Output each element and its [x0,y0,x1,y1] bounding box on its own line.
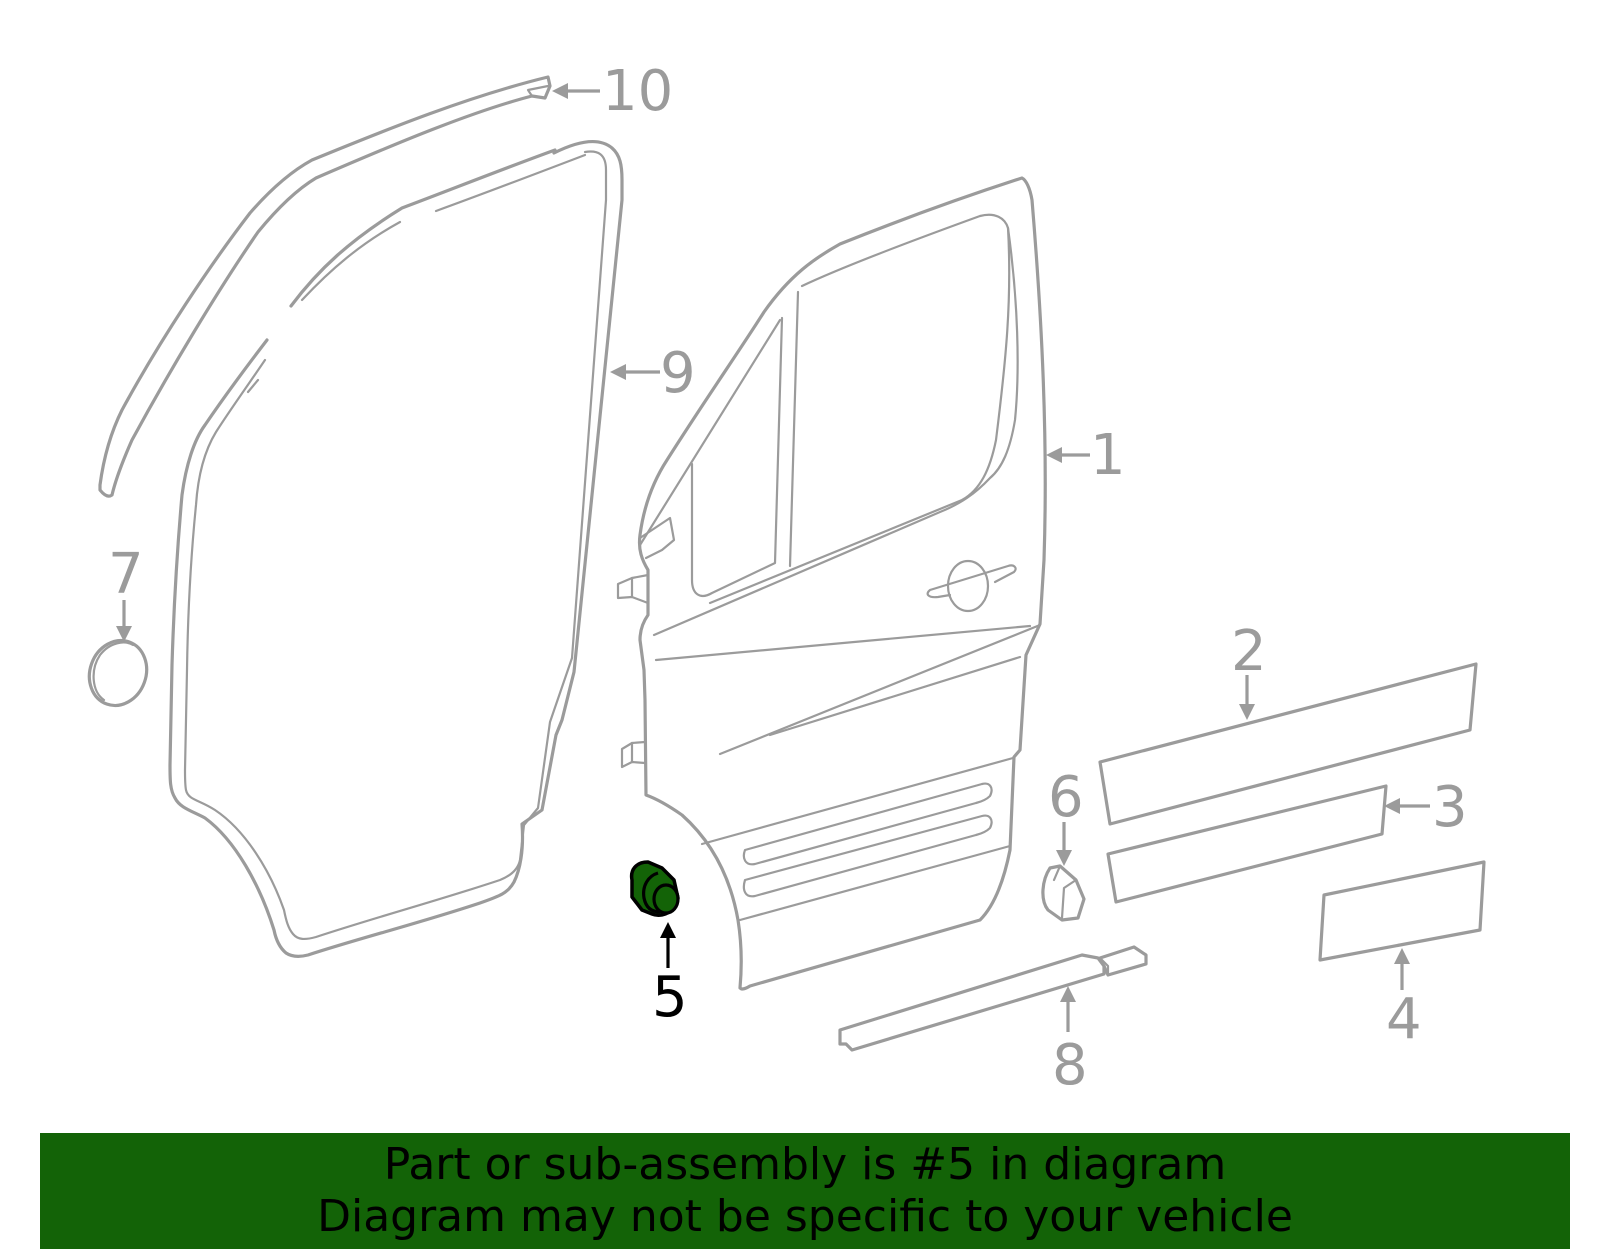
callout-5[interactable]: 5 [652,922,688,1030]
part-3-molding[interactable] [1106,784,1388,904]
callout-label-2: 2 [1231,619,1267,684]
banner-line-1: Part or sub-assembly is #5 in diagram [383,1139,1227,1190]
part-6-clip[interactable] [1041,864,1086,922]
callout-label-5: 5 [652,965,688,1030]
callout-4[interactable]: 4 [1386,948,1422,1052]
info-banner: Part or sub-assembly is #5 in diagram Di… [40,1133,1570,1249]
callout-label-6: 6 [1048,765,1084,830]
part-2-molding[interactable] [1098,662,1478,826]
callout-3[interactable]: 3 [1384,775,1468,840]
callout-1[interactable]: 1 [1046,423,1126,488]
callout-7[interactable]: 7 [108,542,144,642]
callout-label-4: 4 [1386,987,1422,1052]
callout-label-10: 10 [602,59,673,124]
part-1-door-shell[interactable] [616,176,1047,991]
callout-label-7: 7 [108,542,144,607]
banner-line-2: Diagram may not be specific to your vehi… [317,1191,1293,1242]
part-9-weatherstrip[interactable] [168,140,624,958]
callout-10[interactable]: 10 [552,59,673,124]
part-4-molding[interactable] [1318,860,1486,962]
callout-8[interactable]: 8 [1052,986,1088,1098]
callout-9[interactable]: 9 [610,341,696,406]
part-5-plug-highlighted[interactable] [629,860,680,917]
callout-label-1: 1 [1090,423,1126,488]
part-8-sill-molding[interactable] [838,945,1148,1052]
callout-label-9: 9 [660,341,696,406]
part-7-plug[interactable] [80,632,155,713]
part-10-molding[interactable] [98,75,552,498]
callout-label-8: 8 [1052,1033,1088,1098]
callout-2[interactable]: 2 [1231,619,1267,720]
callout-6[interactable]: 6 [1048,765,1084,866]
callout-label-3: 3 [1432,775,1468,840]
